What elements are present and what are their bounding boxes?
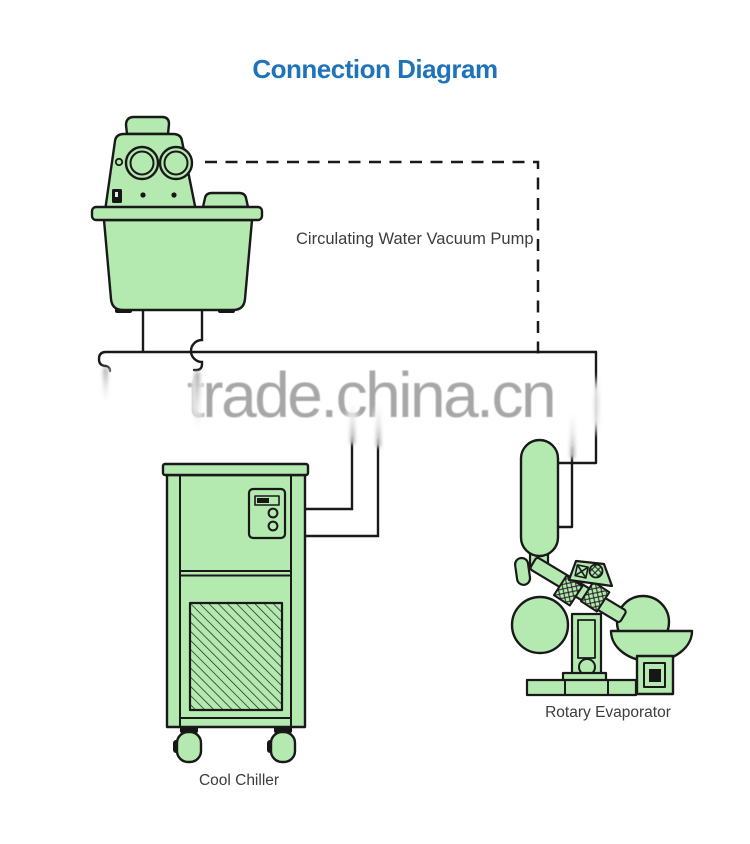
evap-base bbox=[525, 678, 638, 697]
evap-controller-box bbox=[635, 654, 675, 696]
pump-evaporator-dashed-line bbox=[205, 160, 540, 362]
chiller-control-panel bbox=[247, 487, 287, 540]
pump-screw-right bbox=[171, 192, 177, 198]
evap-condenser bbox=[519, 438, 560, 558]
main-bus-line bbox=[97, 350, 598, 373]
label-rotary-evaporator: Rotary Evaporator bbox=[545, 704, 671, 721]
watermark: trade.china.cn bbox=[187, 359, 557, 431]
pump-screw-left bbox=[140, 192, 146, 198]
pump-top-handle bbox=[124, 115, 171, 136]
chiller-caster-right bbox=[267, 726, 297, 764]
evap-lift-column bbox=[570, 612, 603, 680]
label-vacuum-pump: Circulating Water Vacuum Pump bbox=[296, 230, 534, 248]
pump-tank-lip bbox=[90, 205, 264, 222]
chiller-grille bbox=[188, 601, 284, 712]
evap-motor-vent-icon bbox=[588, 563, 604, 579]
evap-receiving-flask bbox=[510, 595, 570, 655]
evap-bellows-2 bbox=[579, 580, 611, 613]
chiller-divider bbox=[180, 570, 291, 577]
label-cool-chiller: Cool Chiller bbox=[198, 772, 280, 789]
chiller-knob-1 bbox=[267, 507, 279, 519]
pump-right-leg-hop-line bbox=[189, 309, 204, 372]
evap-vacuum-port bbox=[513, 556, 532, 586]
evap-drive-assembly bbox=[529, 556, 627, 623]
piping-lines bbox=[97, 309, 598, 538]
chiller-hose-1 bbox=[302, 436, 354, 511]
chiller-knob-2 bbox=[267, 520, 279, 532]
vacuum-pump-illustration bbox=[90, 115, 264, 313]
pump-indicator-dot bbox=[114, 157, 124, 167]
pump-side-cap bbox=[201, 191, 250, 209]
chiller-hose-2 bbox=[302, 438, 380, 538]
chiller-top-lip bbox=[161, 462, 310, 477]
evap-motor-switch-icon bbox=[574, 564, 589, 579]
pump-tank bbox=[102, 218, 254, 312]
evaporator-hose-1 bbox=[554, 350, 598, 465]
chiller-caster-left bbox=[173, 726, 203, 764]
cool-chiller-illustration bbox=[161, 462, 310, 764]
rotary-evaporator-illustration bbox=[510, 438, 694, 697]
page-title: Connection Diagram bbox=[252, 54, 498, 84]
